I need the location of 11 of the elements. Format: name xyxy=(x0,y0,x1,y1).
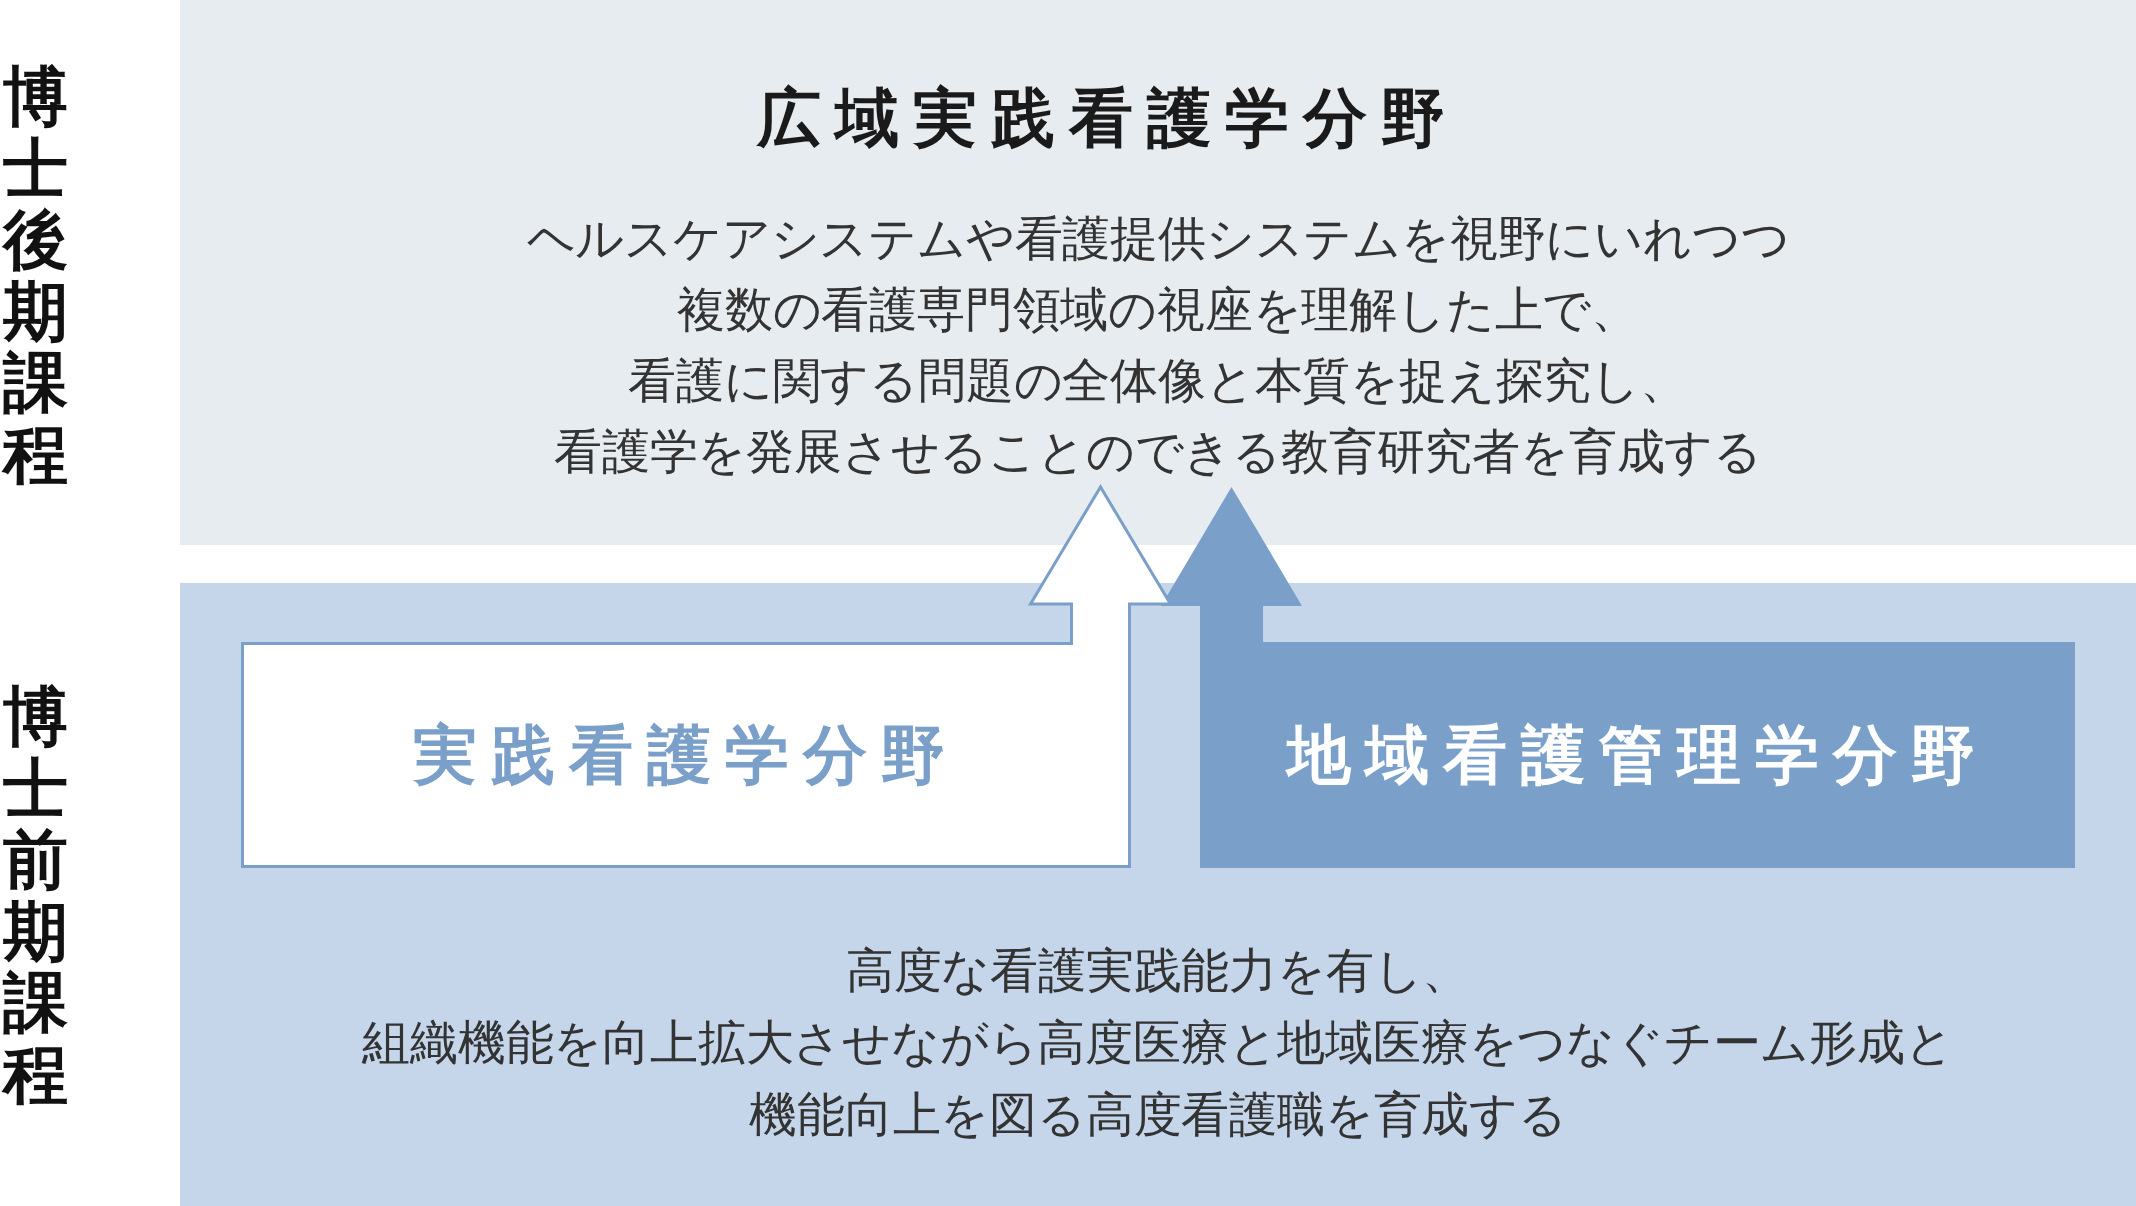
vertical-label: 博士後期課程 xyxy=(3,61,68,490)
vertical-label: 博士前期課程 xyxy=(3,681,68,1110)
description: ヘルスケアシステムや看護提供システムを視野にいれつつ複数の看護専門領域の視座を理解した上で、看護に関する問題の全体像と本質を捉え探究し、看護学を発展させることのできる教育研究者を育成する xyxy=(525,209,1791,481)
program-name: 地域看護管理学分野 xyxy=(1286,723,1989,787)
course-band xyxy=(180,0,2136,545)
program-box xyxy=(241,642,1131,868)
description: 高度な看護実践能力を有し、組織機能を向上拡大させながら高度医療と地域医療をつなぐチーム形成と機能向上を図る高度看護職を育成する xyxy=(361,941,1955,1144)
program-name: 実践看護学分野 xyxy=(413,723,959,787)
section-title: 広域実践看護学分野 xyxy=(757,86,1459,150)
course-band xyxy=(180,583,2136,1206)
program-box xyxy=(1200,642,2075,868)
